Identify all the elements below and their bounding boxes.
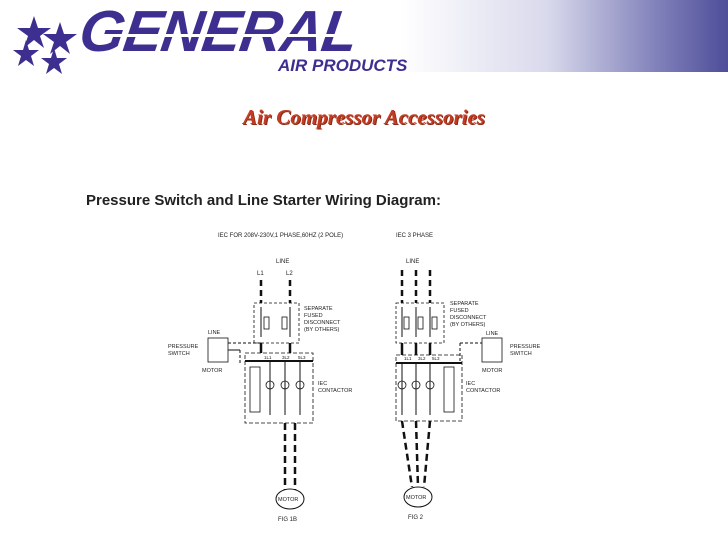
- fig1b-contactor-2: CONTACTOR: [318, 388, 352, 394]
- fig2-pressure-1: PRESSURE: [510, 344, 541, 350]
- fig2-header: IEC 3 PHASE: [396, 233, 433, 239]
- fig1b-contactor-1: IEC: [318, 381, 327, 387]
- header-gradient-band: [400, 0, 728, 72]
- fig2-disconnect-2: FUSED: [450, 308, 469, 314]
- fig1b-header: IEC FOR 208V-230V,1 PHASE,60HZ (2 POLE): [218, 233, 343, 239]
- fig2-disconnect-1: SEPARATE: [450, 301, 479, 307]
- fig2-fig-label: FIG 2: [408, 515, 424, 521]
- fig1b-motor-small: MOTOR: [202, 368, 222, 374]
- diagram-fig-2: IEC 3 PHASE LINE SEPARATE FUSED DISCONNE…: [395, 233, 541, 521]
- slide-subtitle: Pressure Switch and Line Starter Wiring …: [86, 192, 441, 209]
- brand-tagline: AIR PRODUCTS: [278, 56, 408, 75]
- fig2-motor-small: MOTOR: [482, 368, 502, 374]
- fig2-terminal-3: 5L3: [432, 356, 440, 361]
- fig1b-motor-label: MOTOR: [278, 497, 298, 503]
- fig1b-line-label: LINE: [276, 259, 289, 265]
- stars-logo-icon: [13, 16, 77, 74]
- fig2-contactor-2: CONTACTOR: [466, 388, 500, 394]
- fig1b-fig-label: FIG 1B: [278, 517, 297, 523]
- fig1b-pressure-2: SWITCH: [168, 351, 190, 357]
- fig2-terminal-1: 1L1: [404, 356, 412, 361]
- fig1b-line-small: LINE: [208, 330, 221, 336]
- fig1b-l2-label: L2: [286, 271, 293, 277]
- fig1b-disconnect-2: FUSED: [304, 313, 323, 319]
- fig2-disconnect-3: DISCONNECT: [450, 315, 487, 321]
- fig1b-disconnect-4: (BY OTHERS): [304, 327, 340, 333]
- fig2-pressure-2: SWITCH: [510, 351, 532, 357]
- fig2-disconnect-4: (BY OTHERS): [450, 322, 486, 328]
- fig2-contactor-1: IEC: [466, 381, 475, 387]
- fig1b-disconnect-1: SEPARATE: [304, 306, 333, 312]
- fig1b-terminal-1: 1L1: [264, 355, 272, 360]
- fig2-line-small: LINE: [486, 331, 499, 337]
- brand-logo-wordmark: GENERAL: [75, 0, 362, 64]
- fig1b-l1-label: L1: [257, 271, 264, 277]
- brand-logo-stripe: [96, 34, 388, 37]
- fig1b-terminal-3: 5L3: [298, 355, 306, 360]
- fig2-motor-label: MOTOR: [406, 495, 426, 501]
- fig1b-pressure-1: PRESSURE: [168, 344, 199, 350]
- fig2-terminal-2: 3L2: [418, 356, 426, 361]
- slide-title: Air Compressor Accessories: [243, 105, 485, 129]
- fig2-line-label: LINE: [406, 259, 419, 265]
- fig1b-terminal-2: 3L2: [282, 355, 290, 360]
- fig1b-disconnect-3: DISCONNECT: [304, 320, 341, 326]
- diagram-fig-1b: IEC FOR 208V-230V,1 PHASE,60HZ (2 POLE) …: [168, 233, 352, 523]
- wiring-diagram: IEC FOR 208V-230V,1 PHASE,60HZ (2 POLE) …: [168, 233, 541, 523]
